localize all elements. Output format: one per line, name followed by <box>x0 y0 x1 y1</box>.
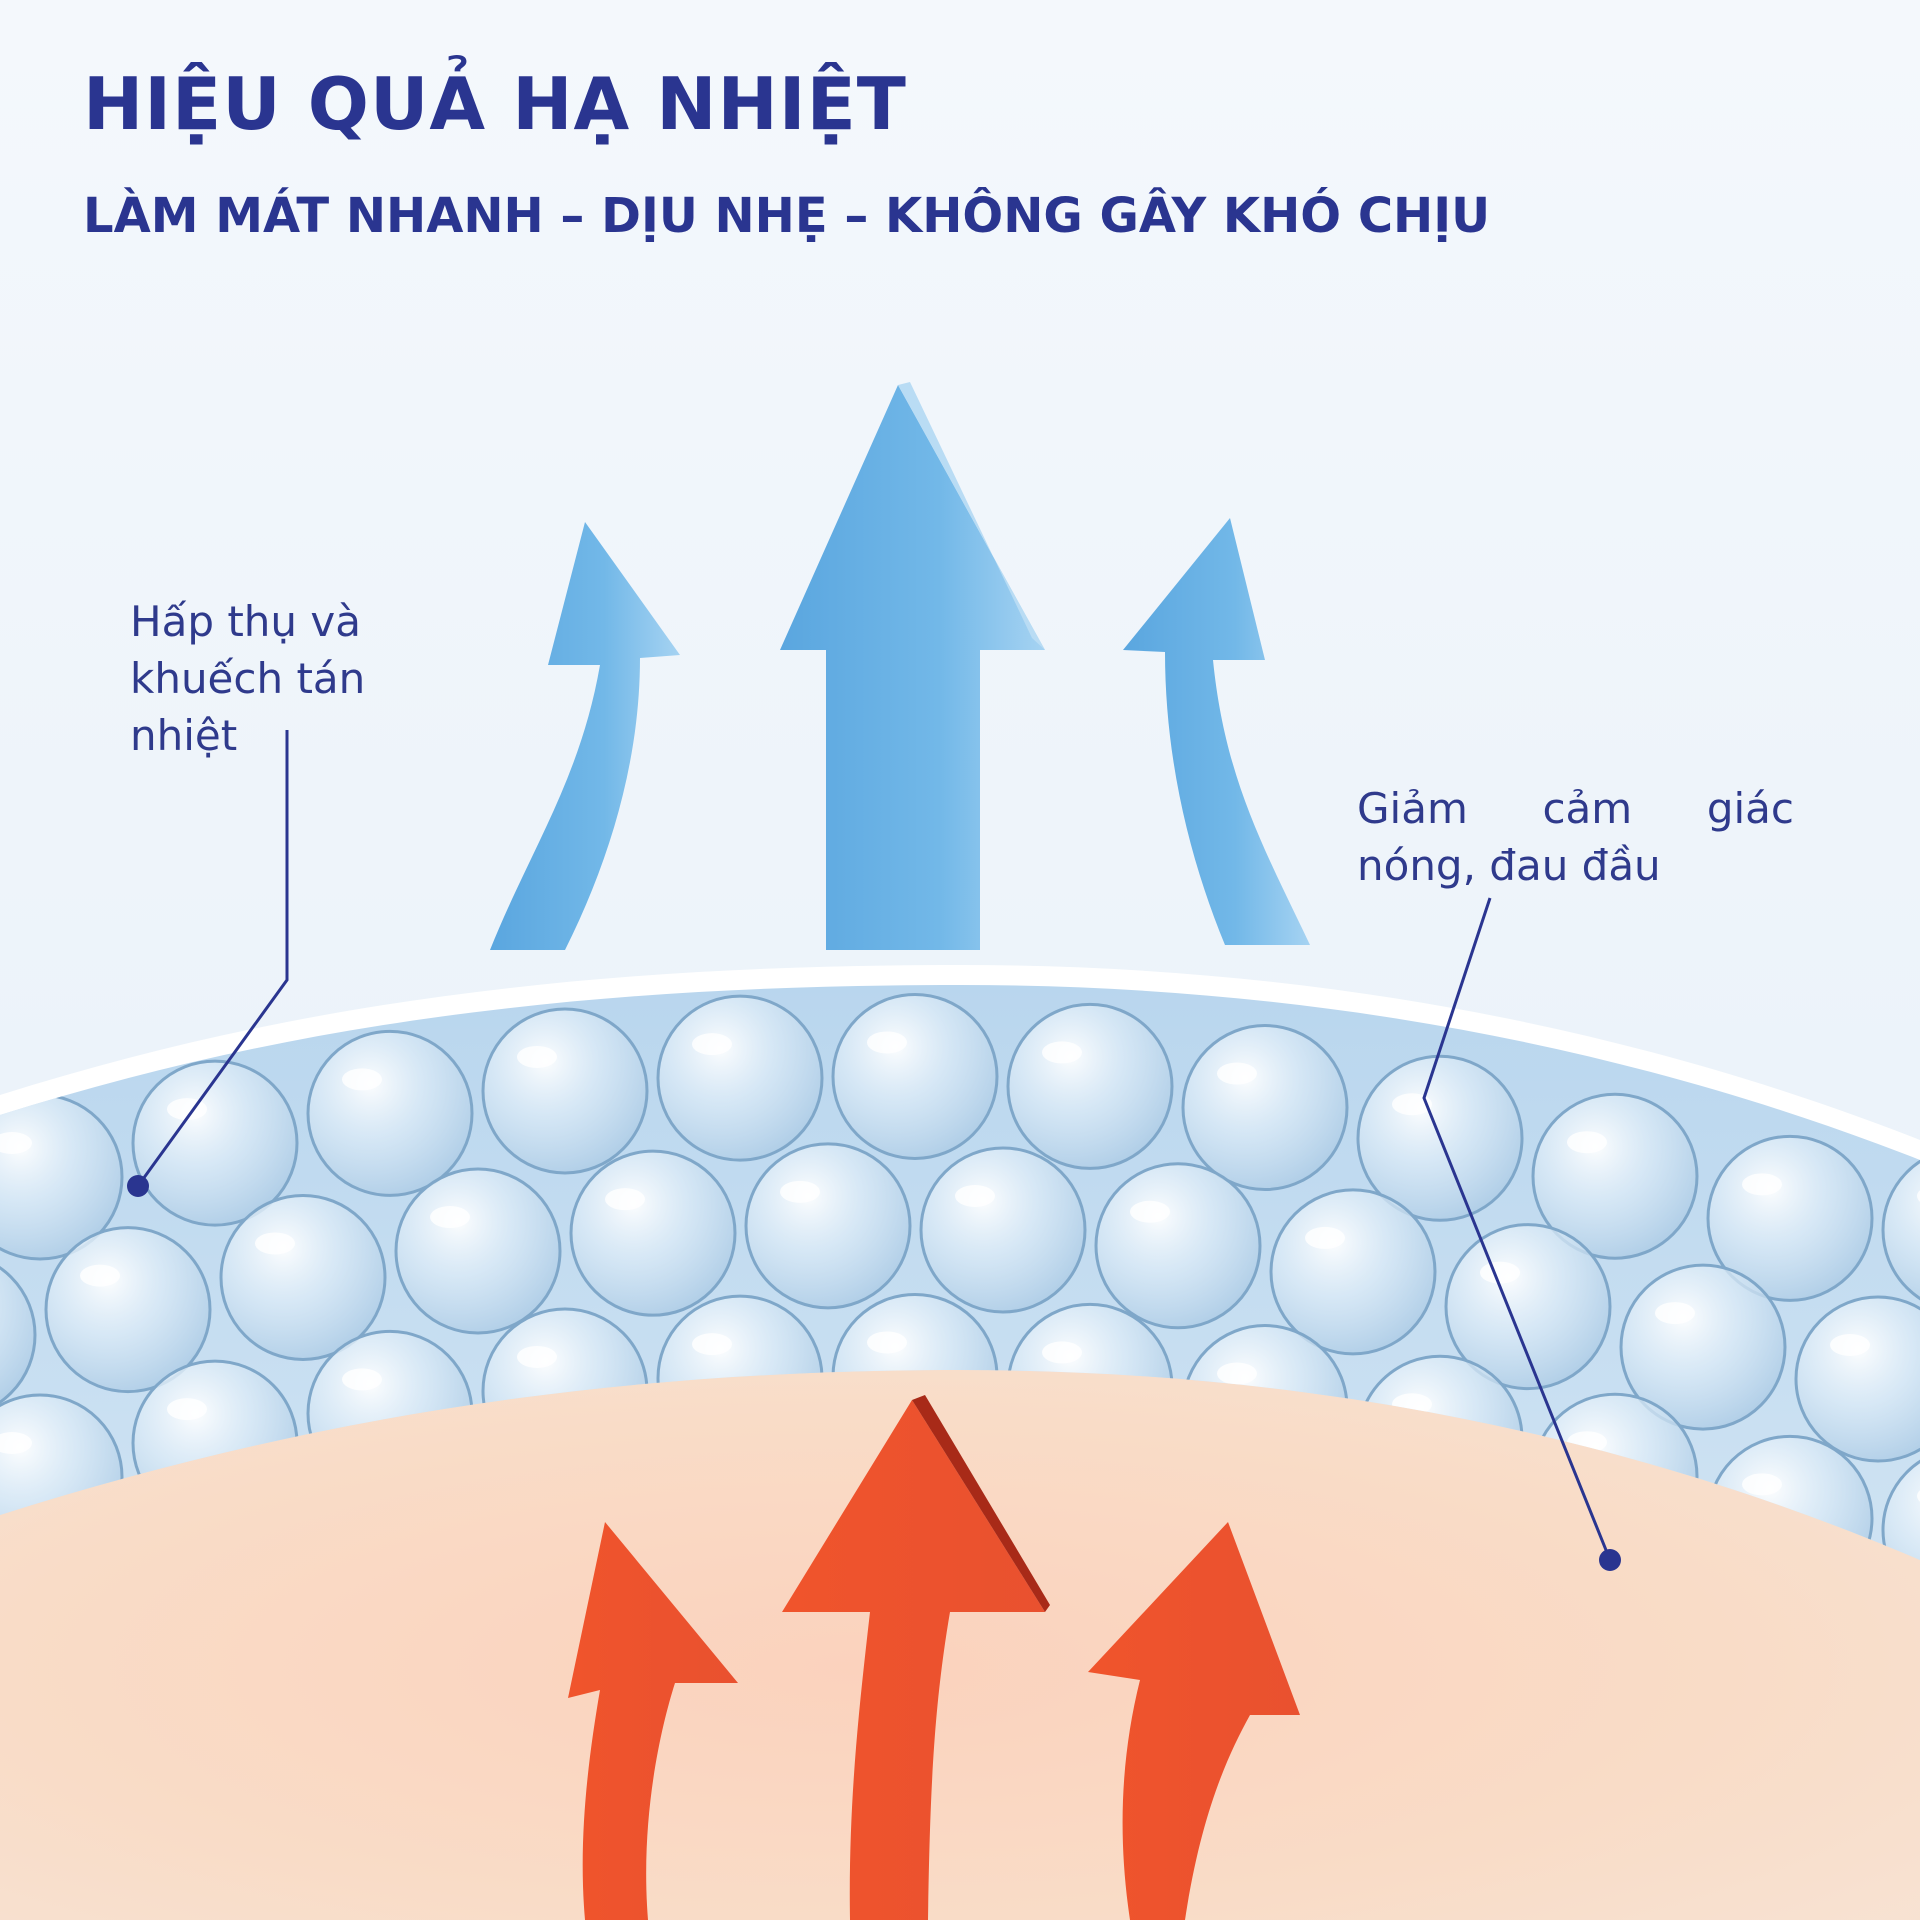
right-callout-dot <box>1599 1549 1621 1571</box>
bubble-icon <box>1181 1024 1349 1192</box>
bubble-highlight <box>517 1045 557 1068</box>
callout-relief-line: Giảm cảm giác <box>1357 780 1794 837</box>
bubble-highlight <box>1217 1062 1257 1085</box>
bubble-highlight <box>0 1132 32 1155</box>
callout-absorb-line: Hấp thụ và <box>130 597 361 646</box>
left-callout-dot <box>127 1175 149 1197</box>
up-arrow-icon <box>780 385 1045 950</box>
bubble-highlight <box>1130 1200 1170 1223</box>
bubble-icon <box>1881 1146 1920 1314</box>
bubble-highlight <box>255 1232 295 1255</box>
bubble-highlight <box>430 1206 470 1229</box>
up-arrow-icon-shade <box>898 382 1045 650</box>
bubble-icon <box>569 1149 737 1317</box>
bubble-highlight <box>867 1031 907 1054</box>
callout-relief: Giảm cảm giác nóng, đau đầu <box>1357 780 1794 894</box>
bubble-icon <box>919 1146 1087 1314</box>
bubble-highlight <box>1042 1041 1082 1064</box>
bubble-highlight <box>0 1432 32 1455</box>
page-subtitle: LÀM MÁT NHANH – DỊU NHẸ – KHÔNG GÂY KHÓ … <box>83 188 1491 244</box>
bubble-highlight <box>1042 1341 1082 1364</box>
bubble-highlight <box>1305 1226 1345 1249</box>
callout-absorb-line: khuếch tán <box>130 654 366 703</box>
bubble-icon <box>1094 1162 1262 1330</box>
bubble-highlight <box>955 1185 995 1208</box>
heat-arrows <box>568 1395 1300 1920</box>
bubble-icon <box>1269 1188 1437 1356</box>
bubble-highlight <box>1217 1362 1257 1385</box>
bubble-icon <box>831 992 999 1160</box>
bubble-highlight <box>517 1345 557 1368</box>
bubble-highlight <box>1742 1173 1782 1196</box>
up-arrow-icon <box>568 1522 738 1920</box>
callout-absorb: Hấp thụ và khuếch tán nhiệt <box>130 593 430 764</box>
up-arrow-icon <box>1088 1522 1300 1920</box>
callout-leaders <box>136 730 1612 1561</box>
bubble-highlight <box>1392 1093 1432 1116</box>
bubble-highlight <box>1742 1473 1782 1496</box>
bubble-highlight <box>692 1333 732 1356</box>
cool-arrows <box>490 382 1310 950</box>
bubble-highlight <box>1655 1302 1695 1325</box>
left-callout-line <box>136 730 289 1187</box>
callout-absorb-line: nhiệt <box>130 711 238 760</box>
bubble-highlight <box>342 1068 382 1091</box>
up-arrow-icon-shade <box>912 1395 1050 1612</box>
bubble-icon <box>656 994 824 1162</box>
callout-relief-word: Giảm <box>1357 784 1468 833</box>
callout-relief-word: giác <box>1706 784 1794 833</box>
bubble-icon <box>1006 1002 1174 1170</box>
skin-layer <box>0 1360 1920 1920</box>
right-callout-line <box>1422 897 1612 1561</box>
up-arrow-icon <box>782 1400 1045 1920</box>
bubble-icon <box>394 1167 562 1335</box>
bubble-highlight <box>780 1180 820 1203</box>
up-arrow-icon <box>490 522 680 950</box>
bubble-icon <box>1881 1446 1920 1560</box>
bubble-highlight <box>167 1398 207 1421</box>
bubble-highlight <box>1830 1334 1870 1357</box>
up-arrow-icon <box>1123 518 1310 945</box>
bubble-highlight <box>867 1331 907 1354</box>
bubble-highlight <box>605 1188 645 1211</box>
callout-relief-line: nóng, đau đầu <box>1357 841 1661 890</box>
bubble-icon <box>306 1029 474 1197</box>
bubble-highlight <box>80 1264 120 1287</box>
bubble-icon <box>481 1007 649 1175</box>
page-title: HIỆU QUẢ HẠ NHIỆT <box>83 62 907 146</box>
bubble-icon <box>0 1251 37 1419</box>
bubble-highlight <box>1480 1261 1520 1284</box>
callout-relief-word: cảm <box>1542 784 1633 833</box>
bubble-icon <box>744 1142 912 1310</box>
bubble-highlight <box>342 1368 382 1391</box>
bubble-icon <box>219 1193 387 1361</box>
bubble-highlight <box>692 1033 732 1056</box>
bubble-highlight <box>1567 1131 1607 1154</box>
